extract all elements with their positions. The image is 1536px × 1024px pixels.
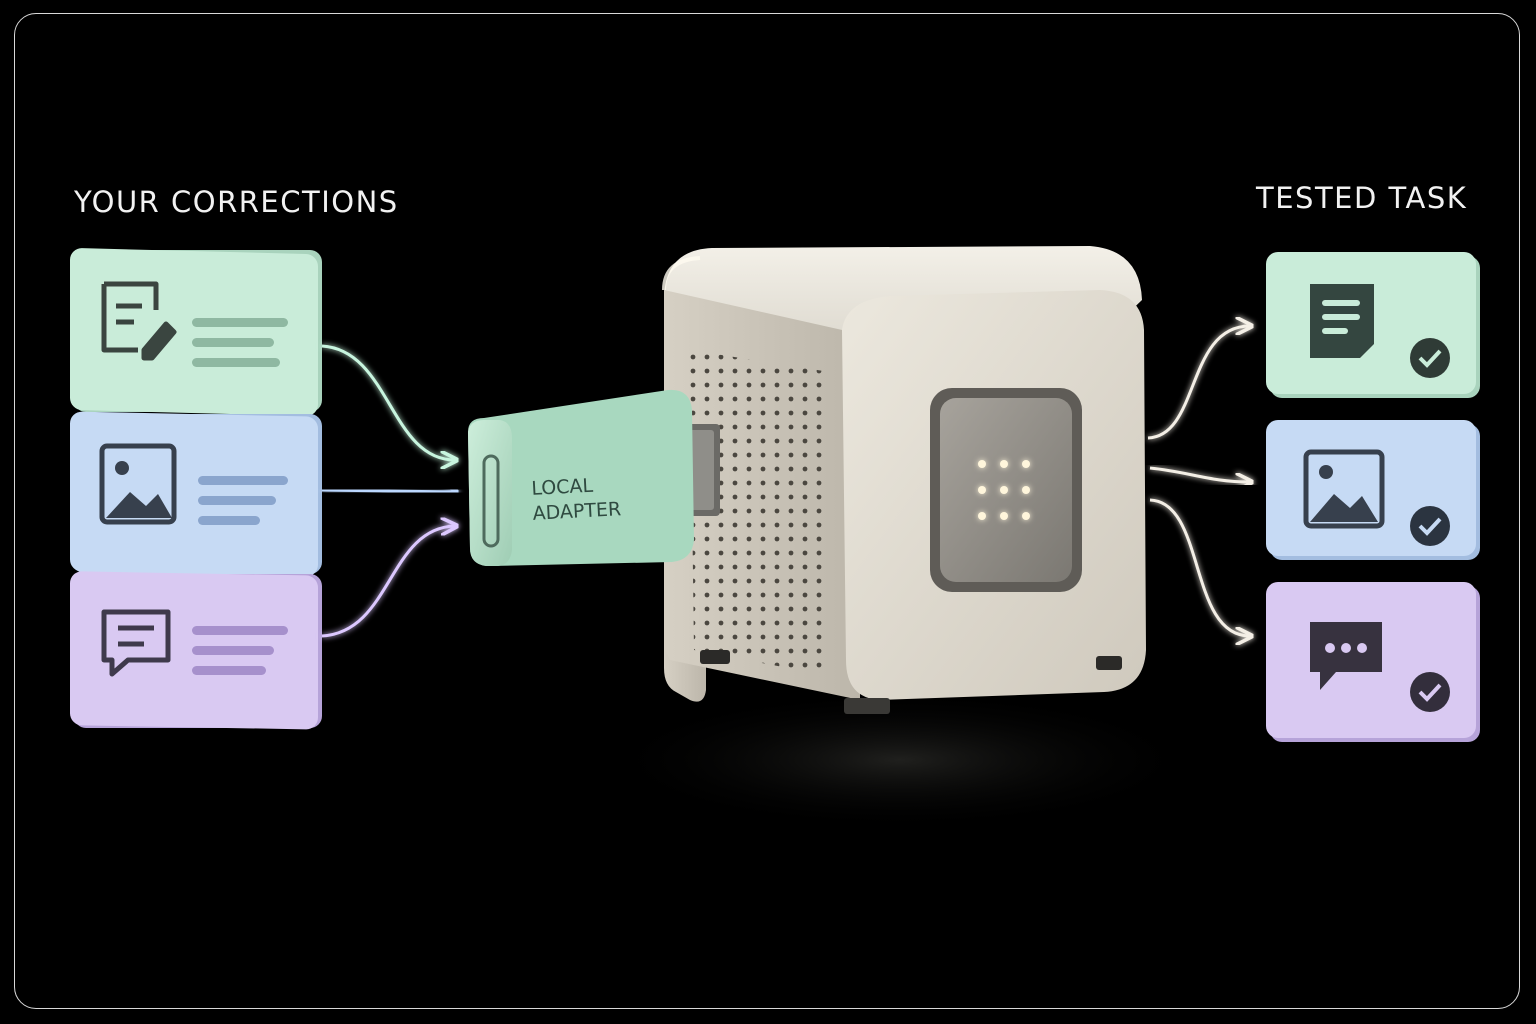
check-icon: [1410, 672, 1450, 712]
image-icon: [1303, 449, 1385, 529]
chat-dots-icon: [1310, 622, 1382, 690]
text-lines: [192, 626, 288, 675]
check-icon: [1410, 338, 1450, 378]
arrow-to-output-document: [1147, 326, 1250, 440]
local-adapter: [468, 389, 720, 566]
document-icon: [1310, 284, 1374, 358]
check-icon: [1410, 506, 1450, 546]
outer-frame: [14, 13, 1520, 1009]
left-heading: YOUR CORRECTIONS: [74, 185, 399, 219]
usb-c-port: [482, 454, 500, 548]
adapter-label: LOCAL ADAPTER: [531, 471, 643, 527]
right-heading: TESTED TASK: [1256, 181, 1468, 215]
text-lines: [198, 476, 288, 525]
arrow-document-to-adapter: [321, 344, 455, 460]
document-edit-icon: [101, 281, 177, 361]
arrow-to-output-chat: [1149, 498, 1250, 636]
input-card-image: [70, 411, 322, 577]
output-card-document: [1266, 252, 1480, 398]
text-lines: [192, 318, 288, 367]
speaker-grill: [690, 350, 830, 676]
chat-bubble-icon: [101, 609, 171, 677]
input-card-chat: [70, 571, 322, 730]
image-icon: [99, 443, 177, 525]
compute-device: [662, 246, 1146, 714]
input-card-document: [70, 248, 322, 417]
floor-reflection: [600, 690, 1200, 830]
indicator-lights: [978, 460, 1030, 520]
arrow-image-to-adapter: [321, 490, 455, 492]
arrow-chat-to-adapter: [321, 526, 455, 638]
output-card-chat: [1266, 582, 1480, 742]
arrow-to-output-image: [1149, 466, 1250, 482]
output-card-image: [1266, 420, 1480, 560]
